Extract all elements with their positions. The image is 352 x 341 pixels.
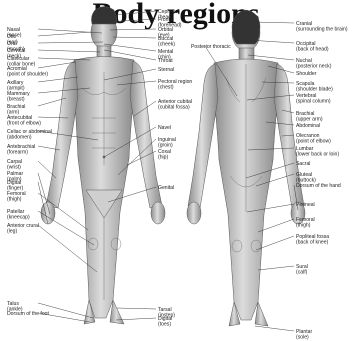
region-label: Shoulder <box>296 71 317 77</box>
region-label: Buccal(cheek) <box>158 36 175 47</box>
region-label: Anterior crural(leg) <box>7 223 39 234</box>
region-label: Sternal <box>158 67 174 73</box>
region-label: Digital(finger) <box>7 180 23 191</box>
region-label: Antebrachial(forearm) <box>7 144 35 155</box>
leader-line <box>38 50 100 52</box>
region-label: Genital <box>158 185 174 191</box>
region-label: Nuchal(posterior neck) <box>296 58 332 69</box>
region-label: Plantar(sole) <box>296 329 312 340</box>
region-label: Acromial(point of shoulder) <box>7 66 48 77</box>
region-label: Gluteal(buttock) <box>296 172 316 183</box>
region-label: Digital(toes) <box>158 316 172 327</box>
leader-line <box>38 42 103 43</box>
region-label: Brachial(upper arm) <box>296 111 323 122</box>
region-label: Brachial(arm) <box>7 104 25 115</box>
leader-line <box>104 44 156 51</box>
region-label: Anterior cubital(cubital fossa) <box>158 99 192 110</box>
region-label: Popliteal fossa(back of knee) <box>296 234 329 245</box>
region-label: Dorsum of the hand <box>296 183 341 189</box>
region-label: Occipital(back of head) <box>296 41 329 52</box>
region-label: Vertebral(spinal column) <box>296 93 331 104</box>
leader-line <box>38 313 90 322</box>
region-label: Pectoral region(chest) <box>158 79 192 90</box>
leader-line <box>116 318 156 320</box>
region-label: Perineal <box>296 202 315 208</box>
region-label: Patellar(kneecap) <box>7 209 30 220</box>
front-body-figure <box>41 7 165 325</box>
leader-line <box>113 37 156 38</box>
region-label: Lumbar(lower back or loin) <box>296 146 339 157</box>
leader-line <box>258 266 294 270</box>
region-label: Carpal(wrist) <box>7 159 22 170</box>
region-label: Scapula(shoulder blade) <box>296 81 333 92</box>
region-label: Femoral(thigh) <box>296 217 315 228</box>
region-label: Mammary(breast) <box>7 91 30 102</box>
region-label: Femoral(thigh) <box>7 191 26 202</box>
leader-line <box>117 308 156 309</box>
region-label: Cranial(surrounding the brain) <box>296 21 348 32</box>
leader-line <box>255 326 294 331</box>
region-label: Throat <box>158 58 173 64</box>
region-label: Celiac or abdominal(abdomen) <box>7 129 52 140</box>
region-label: Axillary(armpit) <box>7 80 25 91</box>
region-label: Sacral <box>296 161 310 167</box>
region-label: Navel <box>158 125 171 131</box>
region-label: Inguinal(groin) <box>158 137 176 148</box>
region-label: Posterior thoracic <box>191 44 231 50</box>
region-label: Olecranon(point of elbow) <box>296 133 331 144</box>
leader-line <box>38 32 91 36</box>
region-label: Abdominal <box>296 123 320 129</box>
region-label: Sural(calf) <box>296 264 308 275</box>
region-label: Coxal(hip) <box>158 149 171 160</box>
region-label: Antecubital(front of elbow) <box>7 115 41 126</box>
